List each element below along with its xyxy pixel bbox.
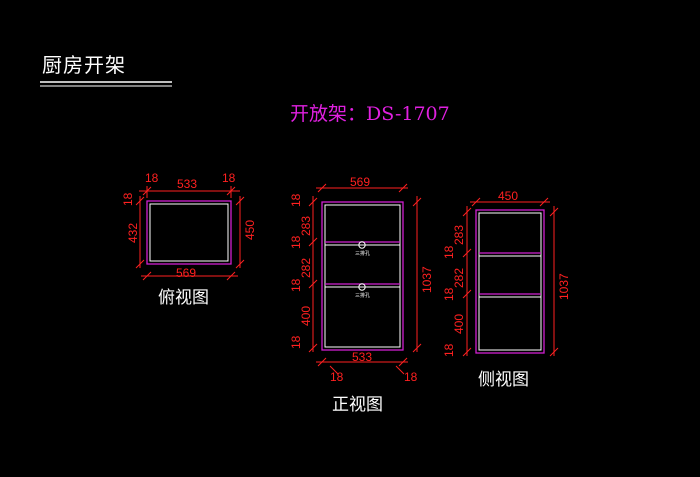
dim-label: 1037 <box>557 273 571 300</box>
view-label-top: 俯视图 <box>158 288 209 308</box>
dim-label: 18 <box>404 370 418 384</box>
dim-label: 18 <box>121 192 135 206</box>
side-view-outline <box>475 209 545 354</box>
dim-label: 18 <box>289 278 303 292</box>
title-underline <box>40 81 172 87</box>
page-title: 厨房开架 <box>42 53 126 77</box>
side-view: 450 283 18 282 18 400 18 1037 侧视图 <box>442 189 571 390</box>
dim-label: 18 <box>442 287 456 301</box>
dim-label: 18 <box>330 370 344 384</box>
dim-label: 1037 <box>420 266 434 293</box>
hole-icon <box>358 241 366 249</box>
dim-label: 18 <box>222 171 236 185</box>
dim-label: 569 <box>350 175 370 189</box>
dim-label: 18 <box>145 171 159 185</box>
dim-label: 18 <box>442 343 456 357</box>
dim-label: 18 <box>289 335 303 349</box>
view-label-front: 正视图 <box>332 395 383 415</box>
dim-label: 450 <box>243 220 257 240</box>
dim-label: 283 <box>452 225 466 245</box>
dim-label: 400 <box>299 306 313 326</box>
dim-label: 282 <box>299 258 313 278</box>
dim-label: 18 <box>289 235 303 249</box>
front-view: 三排孔 三排孔 569 18 283 18 282 18 400 18 1037… <box>289 175 434 415</box>
dim-label: 18 <box>289 193 303 207</box>
hole-label: 三排孔 <box>355 292 370 299</box>
dim-label: 450 <box>498 189 518 203</box>
front-view-outline <box>321 201 404 351</box>
dim-label: 18 <box>442 245 456 259</box>
side-view-inner <box>478 212 542 351</box>
top-view-outline <box>146 200 232 265</box>
dim-label: 533 <box>177 177 197 191</box>
dim-label: 400 <box>452 314 466 334</box>
dim-label: 533 <box>352 350 372 364</box>
hole-label: 三排孔 <box>355 250 370 257</box>
dim-label: 432 <box>126 223 140 243</box>
dim-label: 569 <box>176 266 196 280</box>
top-view-inner <box>149 203 229 262</box>
hole-icon <box>358 283 366 291</box>
front-view-inner <box>324 204 401 348</box>
top-view: 18 533 18 18 432 450 569 俯视图 <box>121 171 257 308</box>
dim-label: 283 <box>299 216 313 236</box>
model-subtitle: 开放架：DS-1707 <box>290 103 450 125</box>
view-label-side: 侧视图 <box>478 370 529 390</box>
dim-label: 282 <box>452 268 466 288</box>
